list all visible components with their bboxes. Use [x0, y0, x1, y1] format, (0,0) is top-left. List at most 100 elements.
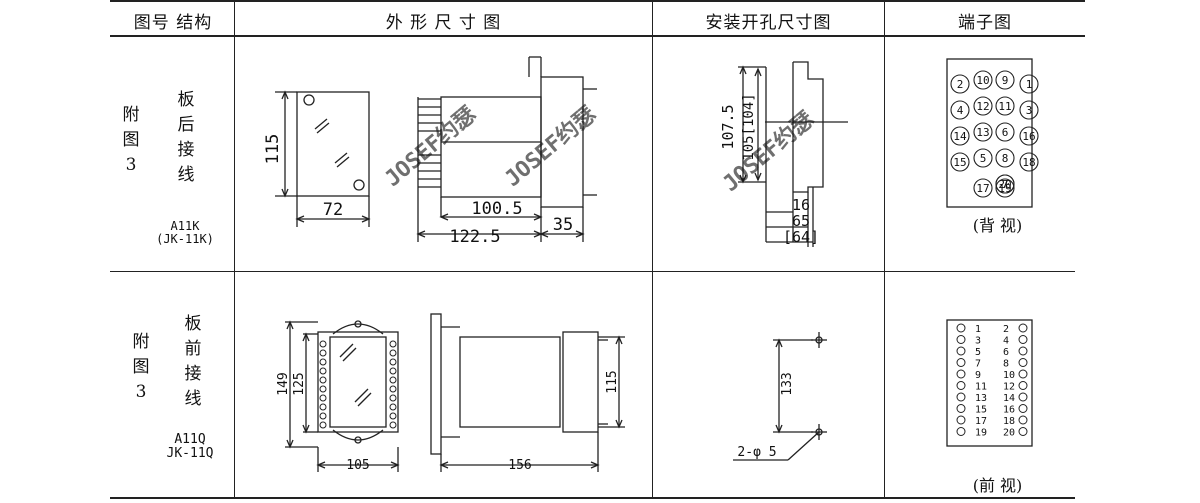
terminal-number: 12 — [1003, 382, 1015, 393]
terminal-circle-icon — [1019, 100, 1039, 120]
header-outline-dimension: 外 形 尺 寸 图 — [385, 13, 502, 33]
terminal-number: 5 — [975, 347, 981, 358]
terminal-number: 9 — [1002, 74, 1009, 87]
cut-width-64-label: [64] — [783, 228, 819, 246]
pin-icon — [389, 385, 397, 393]
bottom-flange — [332, 429, 384, 441]
terminal-number: 16 — [1022, 130, 1035, 143]
hole-spacing-label: 133 — [780, 372, 795, 395]
terminal-circle-icon — [1019, 126, 1039, 146]
pin-icon — [319, 394, 327, 402]
terminal-number: 8 — [1003, 359, 1009, 370]
pin-icon — [389, 340, 397, 348]
terminal-number: 15 — [975, 405, 987, 416]
terminal-number: 18 — [1003, 416, 1015, 427]
terminal-number: 11 — [975, 382, 987, 393]
row1-cutout-drawing: 107.5 105[104] 16 65 [64] JOSEF约瑟 — [718, 61, 848, 247]
relay-body — [459, 336, 561, 428]
terminal-number: 4 — [957, 104, 964, 117]
row1-mount-label: 板后接线 — [177, 90, 195, 185]
terminal-circle-icon — [973, 70, 993, 90]
top-flange — [332, 323, 384, 335]
dim-105-label: 105 — [346, 458, 369, 473]
terminal-circle-icon — [1018, 381, 1028, 390]
dim-125-label: 125 — [292, 372, 307, 395]
row-divider — [110, 271, 1075, 272]
col-divider-2 — [652, 0, 653, 499]
header-cutout-dimension: 安装开孔尺寸图 — [705, 13, 832, 33]
terminal-circle-icon — [973, 96, 993, 116]
terminal-circle-icon — [1018, 427, 1028, 436]
pin-icon — [319, 385, 327, 393]
terminal-number: 5 — [980, 152, 987, 165]
pin-icon — [389, 394, 397, 402]
cut-height-label: 107.5 — [719, 104, 737, 149]
front-frame — [317, 331, 399, 433]
terminal-circle-icon — [956, 369, 966, 379]
terminal-circle-icon — [973, 122, 993, 142]
terminal-number: 2 — [957, 78, 964, 91]
header-terminal-diagram: 端子图 — [958, 13, 1012, 33]
terminal-circle-icon — [956, 427, 966, 436]
row2-outline-drawing: 149 125 105 156 115 — [276, 313, 625, 473]
mount-hole-icon — [303, 94, 315, 106]
dim-height-label: 115 — [263, 134, 283, 165]
header-bottom-border — [110, 35, 1085, 37]
terminal-number: 19 — [975, 428, 987, 439]
table-bottom-border — [110, 497, 1075, 499]
dim-115-label: 115 — [605, 370, 620, 393]
row1-view-caption: (背 视) — [972, 216, 1023, 235]
terminal-circle-icon — [1018, 404, 1028, 413]
terminal-number: 15 — [953, 156, 966, 169]
pin-icon — [319, 421, 327, 429]
terminal-number: 14 — [953, 130, 967, 143]
hole-spec-label: 2-φ 5 — [737, 445, 776, 460]
terminal-number: 4 — [1003, 336, 1009, 347]
terminal-circle-icon — [995, 148, 1015, 168]
terminal-circle-icon — [956, 415, 966, 425]
dim-149-label: 149 — [276, 372, 291, 395]
pin-icon — [389, 403, 397, 411]
terminal-circle-icon — [956, 358, 966, 367]
pin-icon — [319, 367, 327, 375]
pin-icon — [319, 412, 327, 420]
terminal-circle-icon — [956, 323, 966, 333]
terminal-board — [946, 319, 1033, 447]
terminal-number: 17 — [976, 182, 989, 195]
terminal-circle-icon — [1019, 152, 1039, 172]
pin-icon — [319, 340, 327, 348]
terminal-number: 13 — [975, 393, 987, 404]
cut-width-65-label: 65 — [792, 212, 810, 230]
pin-icon — [319, 358, 327, 366]
pin-icon — [319, 376, 327, 384]
pin-icon — [319, 349, 327, 357]
relay-base — [540, 76, 584, 208]
dim-total-depth-label: 122.5 — [449, 227, 500, 247]
terminal-circle-icon — [1018, 369, 1028, 379]
terminal-number: 17 — [975, 416, 987, 427]
watermark-text: JOSEF约瑟 — [500, 101, 601, 192]
terminal-number: 12 — [976, 100, 989, 113]
terminal-circle-icon — [950, 152, 970, 172]
terminal-number: 18 — [1022, 156, 1035, 169]
row1-model: A11K(JK-11K) — [156, 219, 214, 246]
terminal-number: 3 — [1026, 104, 1033, 117]
terminal-number: 19 — [998, 182, 1011, 195]
terminal-number: 20 — [998, 178, 1011, 191]
terminal-circle-icon — [950, 74, 970, 94]
terminal-circle-icon — [1018, 335, 1028, 344]
dim-terminal-depth-label: 35 — [553, 215, 573, 235]
col-divider-3 — [884, 0, 885, 499]
terminal-circle-icon — [1018, 358, 1028, 367]
row1-outline-drawing: 115 72 100.5 122.5 35 JOSEF约瑟 JOSEF约瑟 — [263, 56, 601, 247]
mount-hole-icon — [353, 179, 365, 191]
terminal-number: 1 — [975, 324, 981, 335]
terminal-circle-icon — [973, 148, 993, 168]
pin-icon — [389, 349, 397, 357]
cut-height2-label: 105[104] — [741, 93, 757, 160]
table-top-border — [110, 0, 1085, 2]
terminal-number: 13 — [976, 126, 989, 139]
terminal-number: 8 — [1002, 152, 1009, 165]
